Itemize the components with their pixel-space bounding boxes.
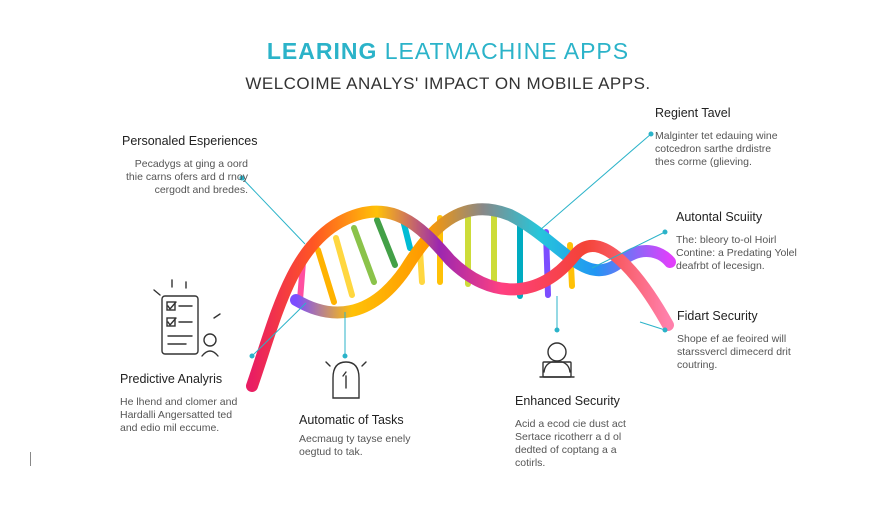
- callout-line: cergodt and bredes.: [154, 184, 248, 196]
- callout-line: starssvercl dimecerd drit: [677, 346, 791, 358]
- callout-enhanced: Enhanced Security Acid a ecod cie dust a…: [515, 394, 655, 470]
- user-laptop-icon: [539, 342, 575, 378]
- callout-heading: Personaled Esperiences: [122, 134, 258, 148]
- callout-heading: Autontal Scuiity: [676, 210, 763, 224]
- callout-line: The: bleory to-ol Hoirl: [676, 234, 777, 246]
- page-subtitle: WELCOIME ANALYS' IMPACT ON MOBILE APPS.: [245, 74, 651, 93]
- callout-line: deafrbt of lecesign.: [676, 260, 765, 272]
- callout-line: He lhend and clomer and: [120, 396, 238, 408]
- page-title: LEARING LEATMACHINE APPS: [0, 38, 896, 65]
- callout-line: Aecmaug ty tayse enely: [299, 433, 411, 445]
- callout-heading: Enhanced Security: [515, 394, 620, 408]
- margin-mark: [30, 452, 31, 466]
- callout-line: coutring.: [677, 359, 718, 371]
- callout-line: Pecadygs at ging a oord: [134, 158, 248, 170]
- callout-line: thie carns ofers ard d rnoy: [126, 171, 248, 183]
- lightbulb-icon: [325, 361, 367, 399]
- callout-autonomous: Autontal Scuiity The: bleory to-ol Hoirl…: [676, 210, 816, 273]
- callout-line: Malginter tet edauing wine: [655, 130, 778, 142]
- title-part-1: LEARING: [266, 38, 378, 64]
- title-part-2: LEATMACHINE APPS: [384, 38, 630, 64]
- clipboard-person-icon: [153, 279, 221, 357]
- callout-heading: Predictive Analyris: [120, 372, 223, 386]
- callout-line: Shope ef ae feoired will: [677, 333, 787, 345]
- callout-line: Sertace ricotherr a d ol: [515, 431, 622, 443]
- callout-heading: Automatic of Tasks: [299, 413, 404, 427]
- callout-line: Contine: a Predating Yolel: [676, 247, 797, 259]
- callout-automation: Automatic of Tasks Aecmaug ty tayse enel…: [299, 413, 429, 459]
- callout-regional: Regient Tavel Malginter tet edauing wine…: [655, 106, 795, 169]
- callout-line: Hardalli Angersatted ted: [120, 409, 233, 421]
- callout-line: Acid a ecod cie dust act: [515, 418, 626, 430]
- dna-strand-a: [246, 205, 674, 392]
- callout-personalized: Personaled Esperiences Pecadygs at ging …: [108, 134, 258, 197]
- callout-fraud: Fidart Security Shope ef ae feoired will…: [677, 309, 817, 372]
- callout-line: thes corme (glieving.: [655, 156, 752, 168]
- callout-heading: Regient Tavel: [655, 106, 731, 120]
- callout-line: cotirls.: [515, 457, 546, 469]
- callout-line: cotcedron sarthe drdistre: [655, 143, 772, 155]
- connector-lines: [239, 131, 668, 359]
- callout-line: dedted of coptang a a: [515, 444, 617, 456]
- callout-heading: Fidart Security: [677, 309, 758, 323]
- callout-line: oegtud to tak.: [299, 446, 363, 458]
- callout-line: and edio mil eccume.: [120, 422, 220, 434]
- callout-predictive: Predictive Analyris He lhend and clomer …: [120, 372, 260, 435]
